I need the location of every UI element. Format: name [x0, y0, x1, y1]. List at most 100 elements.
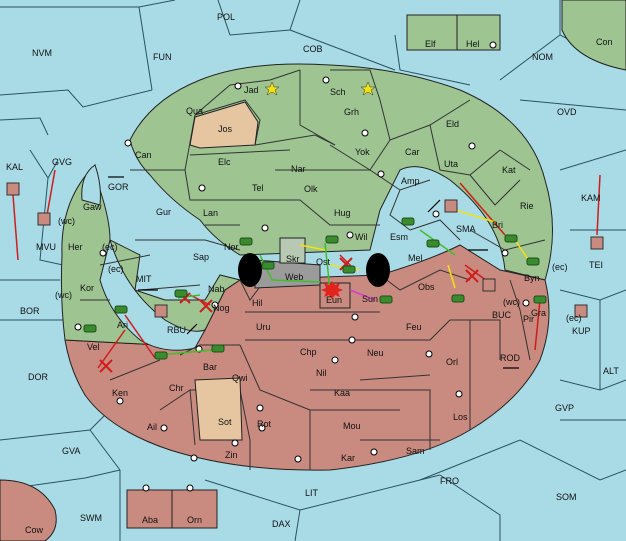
- label-chp: Chp: [300, 347, 317, 357]
- label-gvp: GVP: [555, 403, 574, 413]
- label-amp: Amp: [401, 176, 420, 186]
- label-byn: Byn: [524, 273, 540, 283]
- territory-sot[interactable]: [194, 377, 243, 441]
- label-obs: Obs: [418, 282, 435, 292]
- label-grh: Grh: [344, 107, 359, 117]
- label-sch: Sch: [330, 87, 346, 97]
- label-pol: POL: [217, 12, 235, 22]
- label-neu: Neu: [367, 348, 384, 358]
- label-qwi: Qwi: [232, 373, 248, 383]
- label-ec4: (ec): [566, 313, 582, 323]
- label-nil: Nil: [316, 368, 327, 378]
- black-tunnel-west: [238, 253, 262, 287]
- label-sam: Sam: [406, 446, 425, 456]
- label-wil: Wil: [355, 232, 368, 242]
- label-gva: GVA: [62, 446, 80, 456]
- label-sma: SMA: [456, 224, 476, 234]
- black-tunnel-east: [366, 253, 390, 287]
- territory-cow[interactable]: [0, 479, 57, 541]
- label-lit: LIT: [305, 488, 319, 498]
- label-wc3: (wc): [503, 297, 520, 307]
- label-web: Web: [285, 272, 303, 282]
- territory-orn[interactable]: [171, 489, 218, 529]
- label-kal: KAL: [6, 162, 23, 172]
- territory-skr[interactable]: [279, 237, 306, 264]
- label-elc: Elc: [218, 157, 231, 167]
- label-kam: KAM: [581, 193, 601, 203]
- label-bor: BOR: [20, 306, 40, 316]
- province-borders: [80, 69, 546, 470]
- label-uru: Uru: [256, 322, 271, 332]
- label-aba: Aba: [142, 515, 158, 525]
- explosion-marker: [321, 281, 343, 299]
- label-olk: Olk: [304, 184, 318, 194]
- label-gra: Gra: [531, 308, 546, 318]
- label-ec1: (ec): [102, 242, 118, 252]
- label-orn: Orn: [187, 515, 202, 525]
- label-pir: Pir: [523, 314, 534, 324]
- label-mel: Mel: [408, 253, 423, 263]
- label-jos: Jos: [218, 124, 233, 134]
- label-nab: Nab: [208, 284, 225, 294]
- label-sap: Sap: [193, 252, 209, 262]
- label-hug: Hug: [334, 208, 351, 218]
- label-uta: Uta: [444, 159, 458, 169]
- west-strait-sea: [81, 164, 101, 206]
- label-ovd: OVD: [557, 107, 577, 117]
- label-lan: Lan: [203, 208, 218, 218]
- label-jad: Jad: [244, 85, 259, 95]
- label-gaw: Gaw: [83, 202, 102, 212]
- label-can: Can: [135, 150, 152, 160]
- territory-jos[interactable]: [189, 101, 259, 149]
- label-mit: MIT: [136, 274, 152, 284]
- label-kar: Kar: [341, 453, 355, 463]
- label-gur: Gur: [156, 207, 171, 217]
- label-bri: Bri: [492, 220, 503, 230]
- label-vel: Vel: [87, 342, 100, 352]
- label-esm: Esm: [390, 232, 408, 242]
- label-her: Her: [68, 242, 83, 252]
- label-fun: FUN: [153, 52, 172, 62]
- label-tei: TEI: [589, 260, 603, 270]
- army-units: [83, 217, 547, 360]
- label-nor: Nor: [224, 242, 239, 252]
- territory-labels: POL FUN COB NOM Con Elf Hel NVM OVD KAL …: [6, 12, 619, 535]
- label-ec3: (ec): [108, 264, 124, 274]
- label-mou: Mou: [343, 421, 361, 431]
- label-qua: Qua: [186, 106, 203, 116]
- label-fro: FRO: [440, 476, 459, 486]
- label-cow: Cow: [25, 525, 44, 535]
- label-orl: Orl: [446, 357, 458, 367]
- label-tel: Tel: [252, 183, 264, 193]
- label-wc1: (wc): [58, 216, 75, 226]
- attack-marks: [99, 257, 479, 373]
- label-ken: Ken: [112, 388, 128, 398]
- label-ost: Ost: [316, 257, 331, 267]
- label-skr: Skr: [286, 254, 300, 264]
- label-rbu: RBU: [167, 325, 186, 335]
- label-nar: Nar: [291, 164, 306, 174]
- label-hel: Hel: [466, 39, 480, 49]
- label-feu: Feu: [406, 322, 422, 332]
- label-kaa: Kaa: [334, 388, 350, 398]
- label-dax: DAX: [272, 519, 291, 529]
- label-chr: Chr: [169, 383, 184, 393]
- territory-aba[interactable]: [126, 489, 173, 529]
- label-ail: Ail: [147, 422, 157, 432]
- fleet-units: [6, 182, 604, 318]
- label-elf: Elf: [425, 39, 436, 49]
- label-sun: Sun: [362, 294, 378, 304]
- label-rod: ROD: [500, 353, 521, 363]
- label-kup: KUP: [572, 326, 591, 336]
- label-los: Los: [453, 412, 468, 422]
- label-ari: Ari: [117, 320, 128, 330]
- territory-elf[interactable]: [406, 14, 458, 51]
- label-cob: COB: [303, 44, 323, 54]
- star-markers: [264, 81, 376, 96]
- label-bar: Bar: [203, 362, 217, 372]
- main-island-red[interactable]: [64, 244, 550, 471]
- label-swm: SWM: [80, 513, 102, 523]
- label-nog: Nog: [213, 303, 230, 313]
